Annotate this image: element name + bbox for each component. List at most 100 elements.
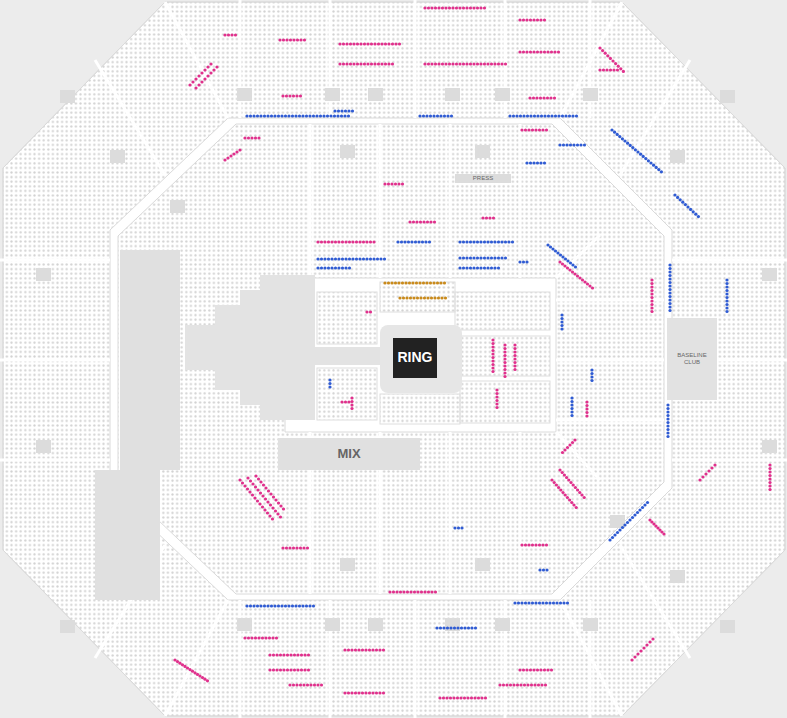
available-seat	[611, 59, 614, 62]
available-seat	[666, 414, 669, 417]
available-seat	[347, 114, 350, 117]
available-seat	[350, 407, 353, 410]
section-divider	[414, 0, 417, 118]
ring-apron	[380, 325, 462, 393]
available-seat	[511, 240, 514, 243]
available-seat	[338, 42, 341, 45]
available-seat	[387, 182, 390, 185]
available-seat	[251, 493, 254, 496]
available-seat	[646, 501, 649, 504]
vomitory	[368, 88, 383, 101]
available-seat	[429, 220, 432, 223]
available-seat	[380, 42, 383, 45]
available-seat	[371, 691, 374, 694]
available-seat	[483, 62, 486, 65]
available-seat	[350, 403, 353, 406]
available-seat	[460, 526, 463, 529]
available-seat	[223, 33, 226, 36]
available-seat	[536, 668, 539, 671]
available-seat	[479, 256, 482, 259]
available-seat	[490, 256, 493, 259]
available-seat	[271, 517, 274, 520]
available-seat	[768, 488, 771, 491]
available-seat	[725, 303, 728, 306]
available-seat	[268, 668, 271, 671]
available-seat	[292, 683, 295, 686]
available-seat	[261, 636, 264, 639]
available-seat	[275, 653, 278, 656]
available-seat	[436, 114, 439, 117]
available-seat	[267, 489, 270, 492]
available-seat	[768, 474, 771, 477]
section-divider	[239, 600, 242, 718]
available-seat	[668, 309, 671, 312]
available-seat	[532, 96, 535, 99]
available-seat	[287, 604, 290, 607]
available-seat	[308, 114, 311, 117]
section-divider	[519, 124, 522, 278]
available-seat	[330, 257, 333, 260]
available-seat	[375, 691, 378, 694]
available-seat	[689, 208, 692, 211]
available-seat	[323, 266, 326, 269]
available-seat	[358, 257, 361, 260]
available-seat	[639, 153, 642, 156]
floor-section	[460, 381, 550, 423]
available-seat	[649, 161, 652, 164]
available-seat	[643, 503, 646, 506]
available-seat	[250, 136, 253, 139]
available-seat	[725, 296, 728, 299]
available-seat	[612, 68, 615, 71]
available-seat	[633, 513, 636, 516]
available-seat	[500, 62, 503, 65]
available-seat	[571, 441, 574, 444]
available-seat	[539, 668, 542, 671]
available-seat	[343, 648, 346, 651]
available-seat	[262, 483, 265, 486]
available-seat	[666, 428, 669, 431]
available-seat	[495, 402, 498, 405]
available-seat	[337, 257, 340, 260]
available-seat	[522, 668, 525, 671]
available-seat	[541, 128, 544, 131]
available-seat	[560, 320, 563, 323]
floor-area	[95, 250, 180, 600]
available-seat	[613, 131, 616, 134]
available-seat	[571, 270, 574, 273]
available-seat	[534, 543, 537, 546]
available-seat	[449, 696, 452, 699]
available-seat	[725, 289, 728, 292]
available-seat	[668, 295, 671, 298]
available-seat	[571, 263, 574, 266]
available-seat	[363, 42, 366, 45]
available-seat	[558, 143, 561, 146]
available-seat	[549, 245, 552, 248]
available-seat	[327, 240, 330, 243]
available-seat	[296, 668, 299, 671]
available-seat	[286, 653, 289, 656]
available-seat	[495, 395, 498, 398]
available-seat	[451, 62, 454, 65]
available-seat	[642, 155, 645, 158]
available-seat	[650, 282, 653, 285]
available-seat	[613, 533, 616, 536]
available-seat	[725, 310, 728, 313]
available-seat	[662, 532, 665, 535]
section-divider	[556, 419, 664, 422]
available-seat	[503, 368, 506, 371]
available-seat	[426, 296, 429, 299]
available-seat	[440, 296, 443, 299]
available-seat	[543, 50, 546, 53]
available-seat	[563, 264, 566, 267]
available-seat	[446, 114, 449, 117]
available-seat	[497, 256, 500, 259]
available-seat	[407, 240, 410, 243]
available-seat	[426, 220, 429, 223]
available-seat	[636, 150, 639, 153]
available-seat	[404, 281, 407, 284]
available-seat	[634, 148, 637, 151]
available-seat	[606, 54, 609, 57]
available-seat	[382, 648, 385, 651]
available-seat	[529, 161, 532, 164]
available-seat	[428, 240, 431, 243]
